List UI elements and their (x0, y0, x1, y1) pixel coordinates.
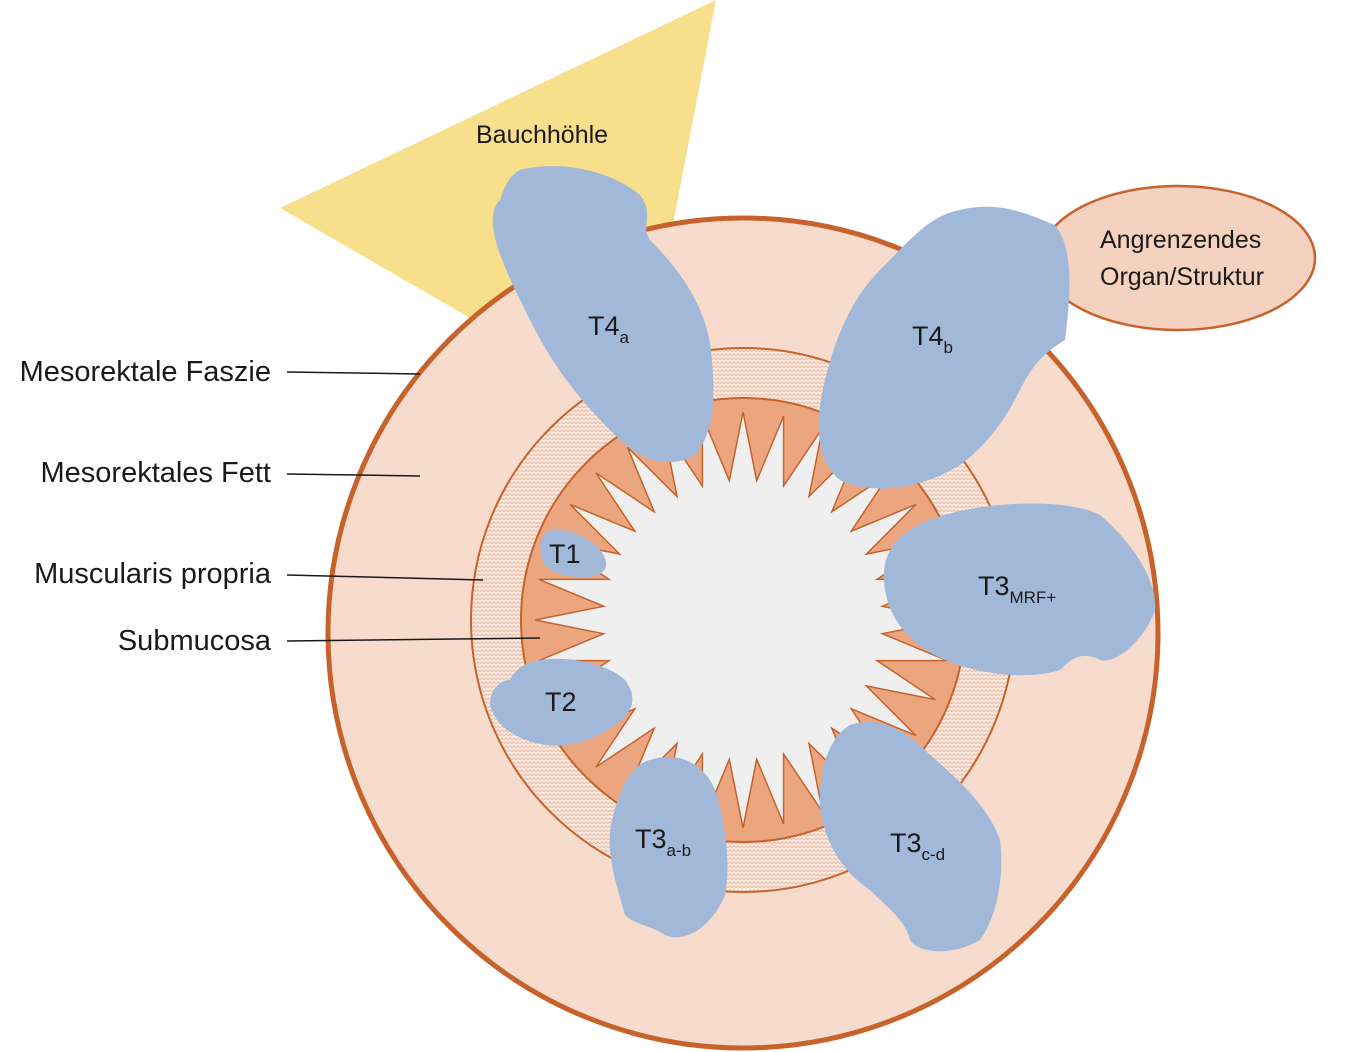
tumor-t4b (818, 206, 1070, 489)
label-muscularis-propria: Muscularis propria (34, 558, 272, 590)
tumor-label-t3ab: T3a-b (635, 824, 691, 860)
tumor-label-t3mrf: T3MRF+ (978, 571, 1056, 607)
label-mesorectal-fascia: Mesorektale Faszie (20, 356, 271, 388)
label-adjacent-organ-line1: Angrenzendes (1100, 226, 1261, 254)
tumor-label-t1: T1 (549, 539, 581, 569)
label-mesorectal-fat: Mesorektales Fett (41, 457, 271, 489)
tumor-label-t4a: T4a (588, 311, 630, 347)
tumor-label-t4b: T4b (912, 321, 953, 357)
lumen-mucosa (534, 411, 952, 829)
adjacent-organ (1039, 184, 1317, 332)
tumor-label-t2: T2 (545, 687, 577, 717)
tumor-label-t3cd: T3c-d (890, 828, 945, 864)
tumor-t3mrf (883, 503, 1156, 676)
tumor-t3cd (819, 721, 1002, 952)
label-submucosa: Submucosa (118, 625, 272, 657)
tumor-t4a (492, 166, 714, 463)
leader-mesorectal-fat (286, 473, 421, 477)
label-abdominal-cavity: Bauchhöhle (476, 121, 608, 149)
leader-muscularis-propria (286, 574, 484, 581)
leader-submucosa (286, 637, 541, 642)
tumor-t1 (540, 529, 607, 578)
label-adjacent-organ-line2: Organ/Struktur (1100, 263, 1264, 291)
leader-mesorectal-fascia (286, 371, 421, 375)
tumor-t2 (490, 658, 633, 746)
tumor-t3ab (609, 756, 728, 938)
